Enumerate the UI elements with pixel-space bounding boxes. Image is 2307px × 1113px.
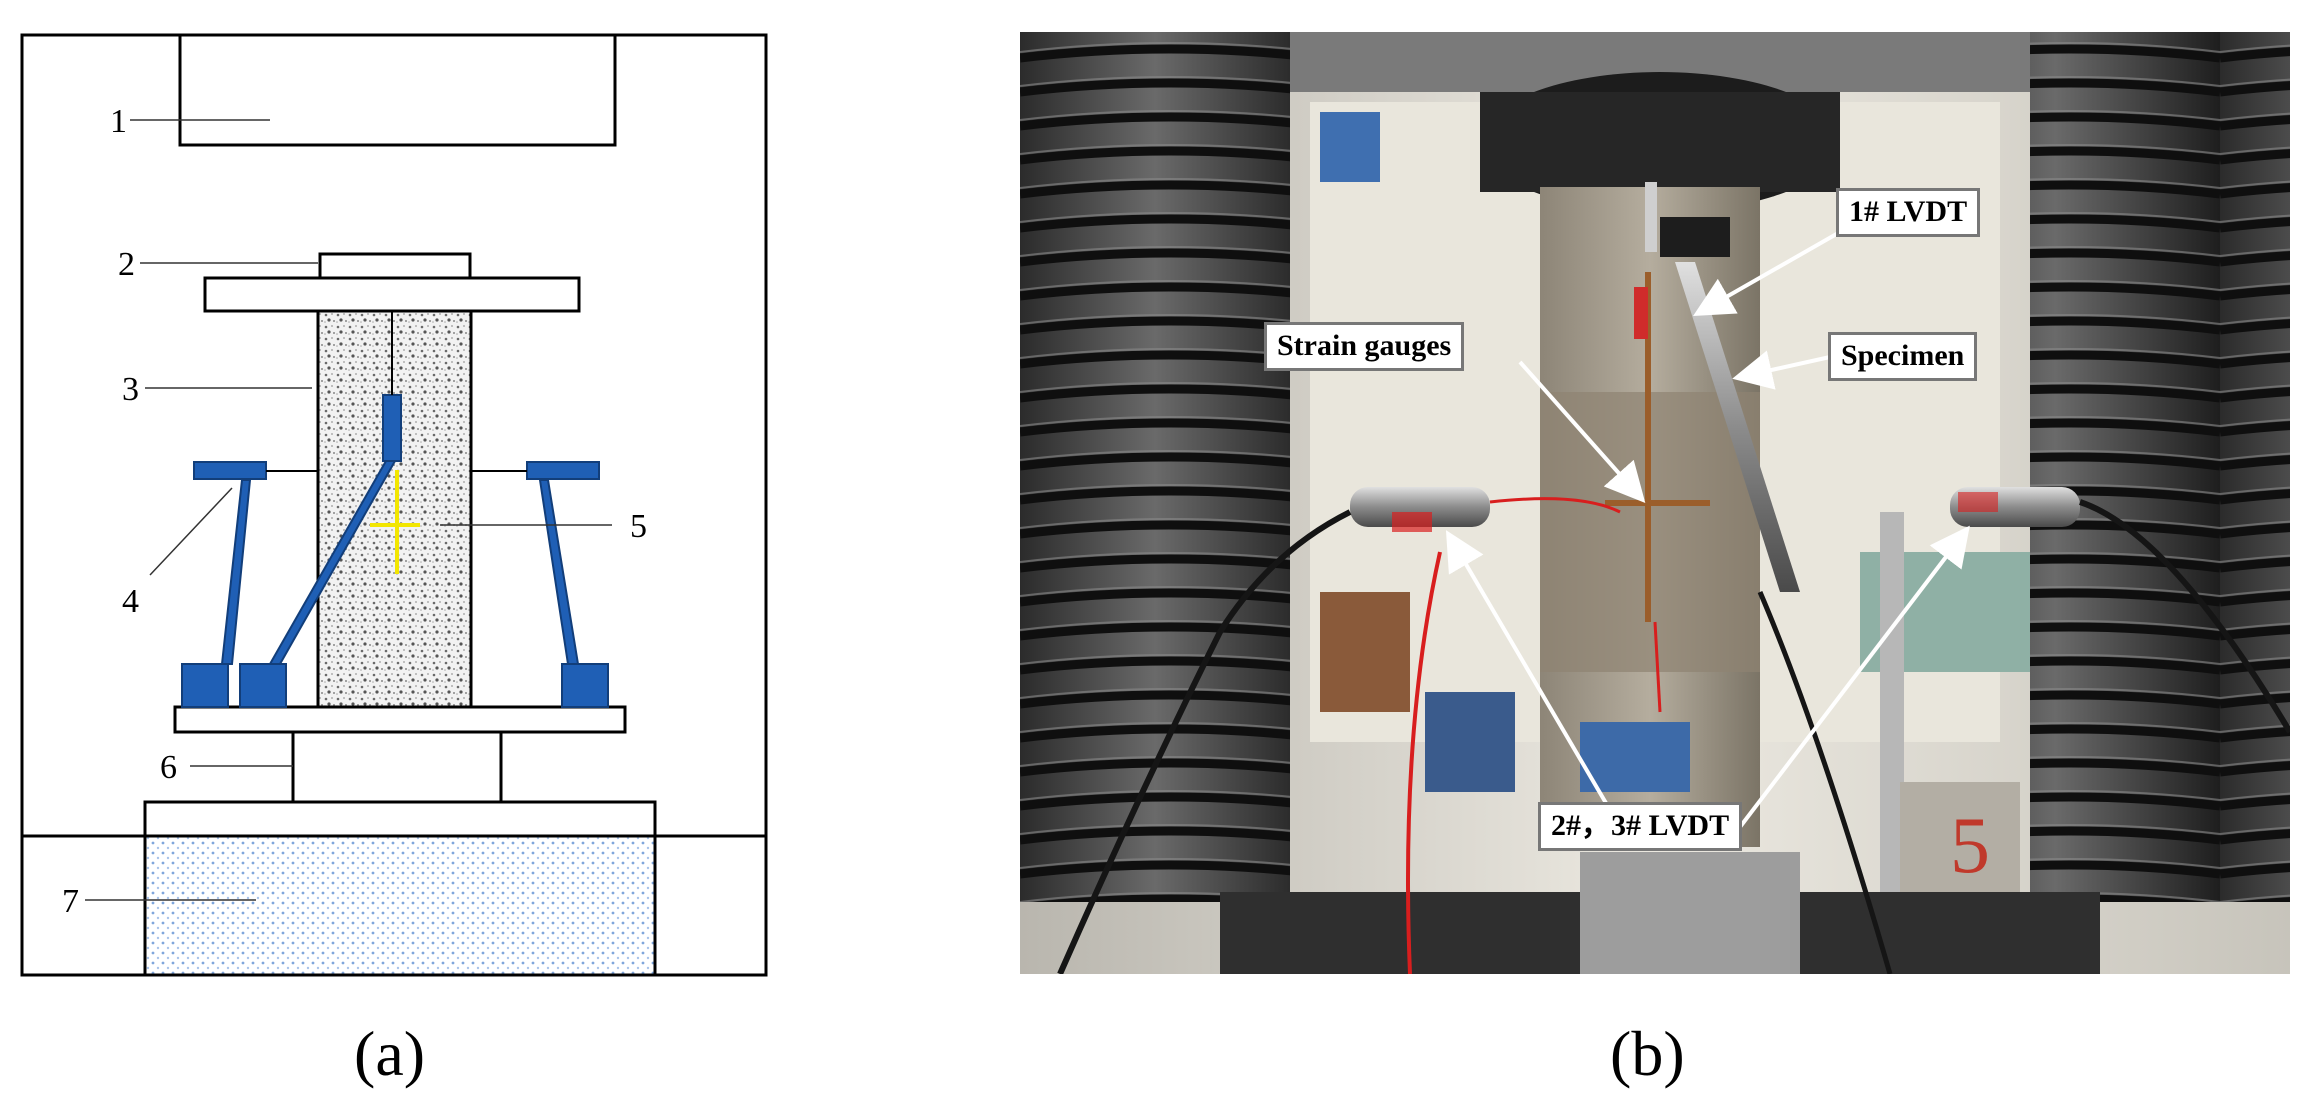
left-column: [1020, 32, 1290, 902]
label-4: 4: [122, 583, 139, 620]
label-lvdt1: 1# LVDT: [1836, 188, 1981, 237]
base-block: [143, 800, 657, 838]
right-column: [2030, 32, 2290, 902]
label-3: 3: [122, 371, 139, 408]
label-strain-gauges: Strain gauges: [1264, 322, 1465, 371]
label-1: 1: [110, 103, 127, 140]
arrow-lvdt23-right: [1738, 525, 1970, 829]
strain-gauge-cross: [370, 470, 420, 574]
label-2: 2: [118, 246, 135, 283]
photo-drawing: 5: [1020, 32, 2293, 976]
schematic-panel: 1 2 3 4 5 6 7: [0, 0, 800, 1000]
arrow-strain: [1518, 360, 1646, 503]
load-cell-block: [291, 730, 503, 804]
block-mark: 5: [1950, 802, 1990, 890]
label-lvdt23: 2#，3# LVDT: [1538, 802, 1743, 851]
loading-cap: [318, 252, 472, 280]
concrete-specimen: [316, 309, 473, 709]
arrow-specimen: [1732, 350, 1831, 390]
caption-b: (b): [1610, 1018, 1685, 1089]
label-specimen: Specimen: [1828, 332, 1978, 381]
upper-platen: [203, 276, 581, 313]
lower-platen: [173, 705, 627, 734]
arrow-lvdt1: [1693, 230, 1841, 316]
test-setup-photo: 5 1# LVDT Specimen Strain gauges 2#，3# L…: [1020, 32, 2293, 976]
lvdt-rigs: [181, 394, 609, 708]
hydraulic-cylinder: [143, 834, 657, 977]
schematic-drawing: 1 2 3 4 5 6 7: [20, 33, 768, 977]
caption-a: (a): [354, 1018, 426, 1089]
arrow-lvdt23-left: [1445, 530, 1622, 829]
label-5: 5: [630, 508, 647, 545]
label-6: 6: [160, 749, 177, 786]
upper-crosshead: [178, 33, 617, 147]
label-7: 7: [62, 883, 79, 920]
